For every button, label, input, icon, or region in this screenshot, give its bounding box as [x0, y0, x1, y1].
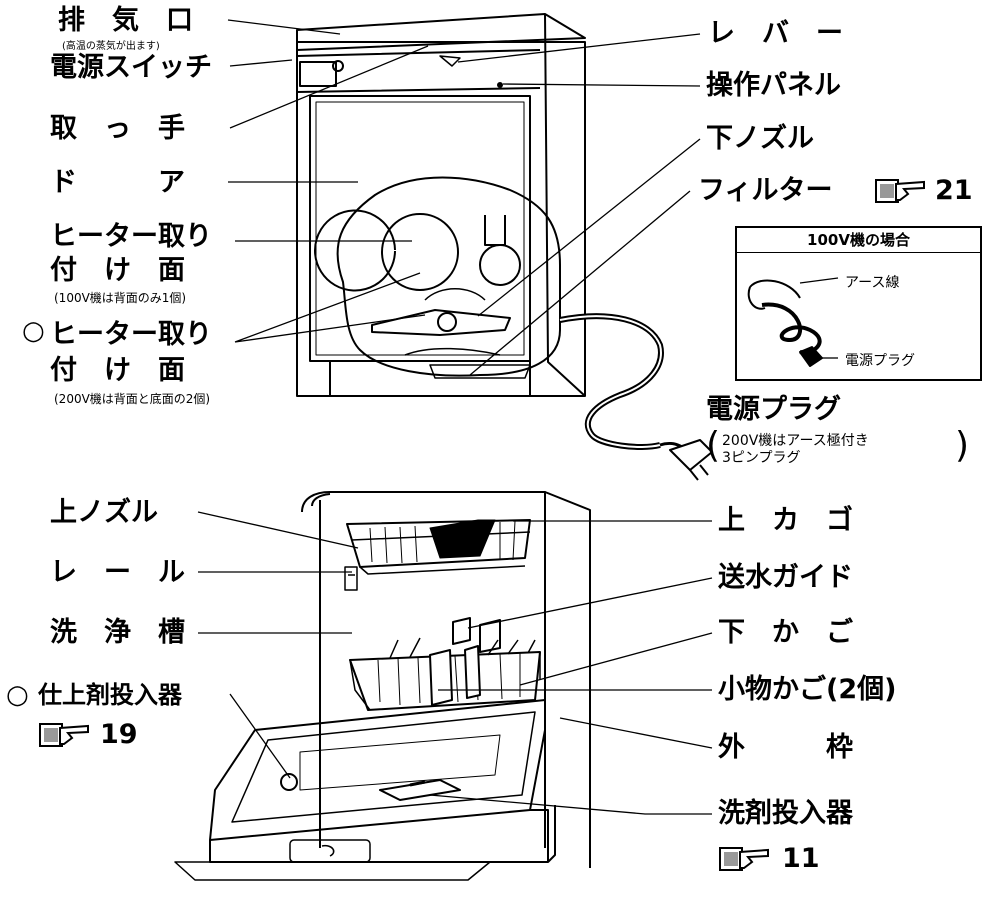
label-detergent-dispenser: 洗剤投入器 — [718, 798, 853, 829]
filter-page-ref: 21 — [935, 175, 973, 206]
label-outer-frame: 外 枠 — [718, 732, 853, 763]
label-water-guide: 送水ガイド — [718, 562, 853, 593]
label-lever: レ バ ー — [708, 18, 843, 49]
plug-note-paren-open: ( — [706, 425, 721, 466]
rinse-page-ref: 19 — [100, 719, 138, 750]
label-upper-basket: 上 カ ゴ — [718, 505, 853, 536]
label-lower-basket: 下 か ご — [718, 617, 853, 648]
inset-plug-label: 電源プラグ — [845, 353, 915, 369]
label-wash-tub: 洗 浄 槽 — [50, 617, 185, 648]
dishwasher-open — [174, 491, 591, 881]
pointing-hand-icon — [875, 179, 925, 203]
label-heater-2-line2: 付 け 面 — [50, 355, 185, 386]
label-heater-1-note: (100V機は背面のみ1個) — [54, 291, 187, 305]
label-heater-2-note: (200V機は背面と底面の2個) — [54, 392, 211, 406]
heater-2-circle-mark: ○ — [22, 316, 45, 346]
label-exhaust-vent: 排 気 口 — [58, 5, 193, 36]
label-heater-1-line1: ヒーター取り — [50, 221, 212, 252]
label-heater-1-line2: 付 け 面 — [50, 255, 185, 286]
label-door: ド ア — [50, 167, 185, 198]
label-control-panel: 操作パネル — [706, 70, 841, 101]
rinse-circle-mark: ○ — [6, 680, 29, 710]
inset-ground-wire-label: アース線 — [845, 275, 900, 291]
label-rinse-dispenser: 仕上剤投入器 — [38, 681, 182, 709]
pointing-hand-icon — [719, 847, 769, 871]
dishwasher-closed — [296, 13, 713, 481]
label-power-switch: 電源スイッチ — [50, 52, 212, 83]
inset-title: 100V機の場合 — [737, 228, 980, 253]
label-heater-2-line1: ヒーター取り — [50, 319, 212, 350]
plug-note-line1: 200V機はアース極付き — [722, 433, 869, 449]
label-power-plug: 電源プラグ — [706, 394, 841, 425]
leader-lines — [197, 19, 839, 815]
plug-note-paren-close: ) — [955, 425, 970, 466]
pointing-hand-icon — [39, 723, 89, 747]
label-exhaust-note: (高温の蒸気が出ます) — [62, 41, 160, 52]
plug-note-line2: 3ピンプラグ — [722, 450, 801, 466]
label-lower-nozzle: 下ノズル — [706, 123, 814, 154]
label-rail: レ ー ル — [50, 557, 185, 588]
inset-cord-drawing — [747, 279, 823, 367]
label-filter: フィルター — [698, 175, 833, 206]
label-handle: 取 っ 手 — [50, 113, 185, 144]
detergent-page-ref: 11 — [782, 843, 820, 874]
label-small-basket: 小物かご(2個) — [718, 674, 897, 705]
inset-100v-box: 100V機の場合 アース線 電源プラグ — [735, 226, 982, 381]
label-upper-nozzle: 上ノズル — [50, 497, 158, 528]
